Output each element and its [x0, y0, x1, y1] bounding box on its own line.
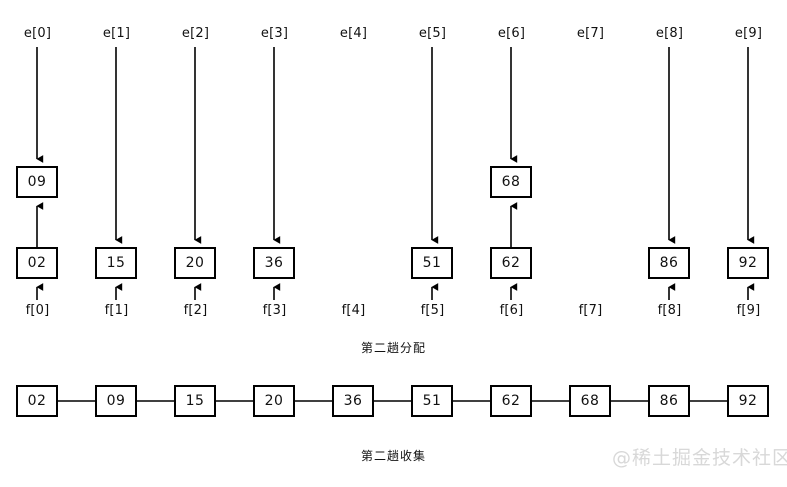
bucket-head-label-1: e[1] — [102, 26, 131, 41]
collected-node-4: 36 — [332, 385, 374, 417]
collected-node-3: 20 — [253, 385, 295, 417]
bucket-node-1-0: 15 — [95, 247, 137, 279]
bucket-node-9-0: 92 — [727, 247, 769, 279]
bucket-tail-label-1: f[1] — [104, 303, 129, 318]
bucket-head-label-4: e[4] — [339, 26, 368, 41]
collected-node-8: 86 — [648, 385, 690, 417]
bucket-node-2-0: 20 — [174, 247, 216, 279]
bucket-tail-label-0: f[0] — [25, 303, 50, 318]
bucket-tail-label-9: f[9] — [736, 303, 761, 318]
bucket-head-label-9: e[9] — [734, 26, 763, 41]
collected-node-6: 62 — [490, 385, 532, 417]
bucket-node-0-1: 09 — [16, 166, 58, 198]
collected-node-9: 92 — [727, 385, 769, 417]
bucket-tail-label-3: f[3] — [262, 303, 287, 318]
bucket-head-label-3: e[3] — [260, 26, 289, 41]
caption-distribution: 第二趟分配 — [360, 341, 426, 355]
bucket-head-label-6: e[6] — [497, 26, 526, 41]
bucket-node-5-0: 51 — [411, 247, 453, 279]
bucket-tail-label-2: f[2] — [183, 303, 208, 318]
bucket-node-8-0: 86 — [648, 247, 690, 279]
collected-node-0: 02 — [16, 385, 58, 417]
bucket-head-label-5: e[5] — [418, 26, 447, 41]
bucket-tail-label-6: f[6] — [499, 303, 524, 318]
bucket-node-6-1: 68 — [490, 166, 532, 198]
bucket-head-label-0: e[0] — [23, 26, 52, 41]
caption-collection: 第二趟收集 — [360, 449, 426, 463]
bucket-head-label-7: e[7] — [576, 26, 605, 41]
watermark-text: @稀土掘金技术社区 — [612, 447, 787, 469]
collected-node-1: 09 — [95, 385, 137, 417]
collected-node-2: 15 — [174, 385, 216, 417]
bucket-tail-label-7: f[7] — [578, 303, 603, 318]
collected-node-7: 68 — [569, 385, 611, 417]
collected-node-5: 51 — [411, 385, 453, 417]
bucket-tail-label-8: f[8] — [657, 303, 682, 318]
bucket-node-3-0: 36 — [253, 247, 295, 279]
bucket-tail-label-4: f[4] — [341, 303, 366, 318]
bucket-head-label-2: e[2] — [181, 26, 210, 41]
bucket-node-0-0: 02 — [16, 247, 58, 279]
bucket-head-label-8: e[8] — [655, 26, 684, 41]
bucket-node-6-0: 62 — [490, 247, 532, 279]
bucket-tail-label-5: f[5] — [420, 303, 445, 318]
